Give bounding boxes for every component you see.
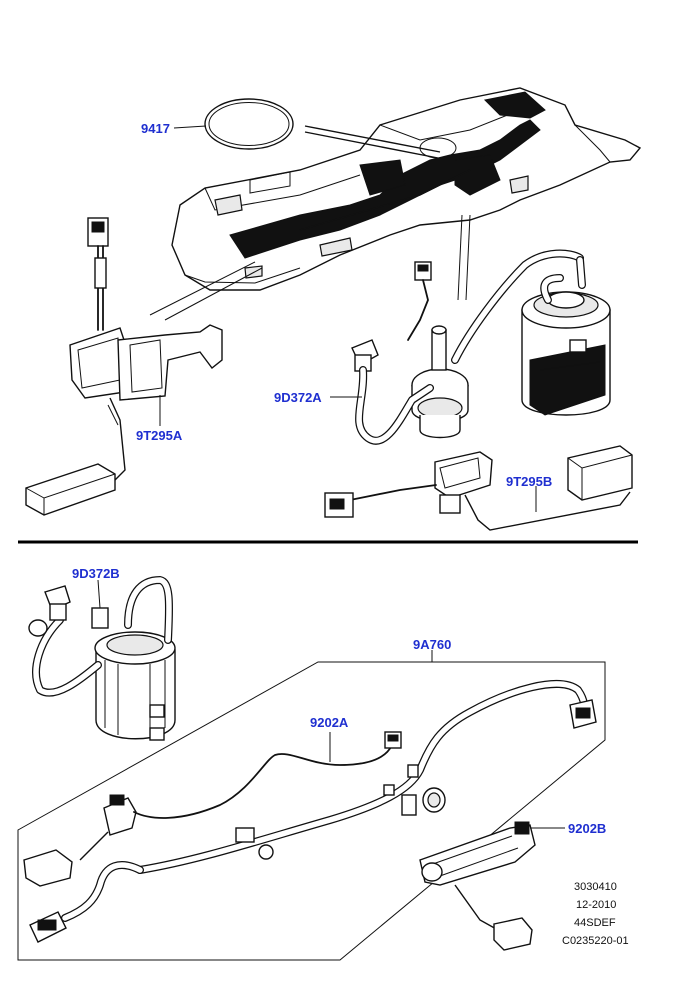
fuel-pump-module-9D372B: [28, 576, 176, 741]
label-9202A: 9202A: [310, 715, 349, 730]
seal-ring-9417: [204, 98, 457, 159]
drawing-date: 12-2010: [576, 899, 616, 911]
part-labels: 9417 9T295A 9D372A 9T295B 9D372B 9A760 9…: [72, 121, 606, 836]
drawing-number: 3030410: [574, 881, 617, 893]
fuel-level-sender-9202A: [23, 731, 402, 887]
drawing-info-block: 3030410 12-2010 44SDEF C0235220-01: [562, 881, 629, 947]
label-9T295B: 9T295B: [506, 474, 552, 489]
wiring-harness-9A760: [17, 650, 606, 961]
fuel-tank: [171, 87, 642, 291]
label-9D372A: 9D372A: [274, 390, 322, 405]
label-9D372B: 9D372B: [72, 566, 120, 581]
label-9A760: 9A760: [413, 637, 451, 652]
fuel-level-sender-9T295B: [324, 445, 633, 531]
fuel-level-sender-9T295A: [25, 217, 263, 516]
drawing-reference: C0235220-01: [562, 935, 629, 947]
fuel-hose-9D372A: [330, 339, 434, 445]
label-9202B: 9202B: [568, 821, 606, 836]
model-code: 44SDEF: [574, 917, 616, 929]
fuel-pump-module-top: [407, 214, 611, 439]
label-9T295A: 9T295A: [136, 428, 183, 443]
fuel-level-sender-9202B: [419, 821, 565, 951]
label-9417: 9417: [141, 121, 170, 136]
